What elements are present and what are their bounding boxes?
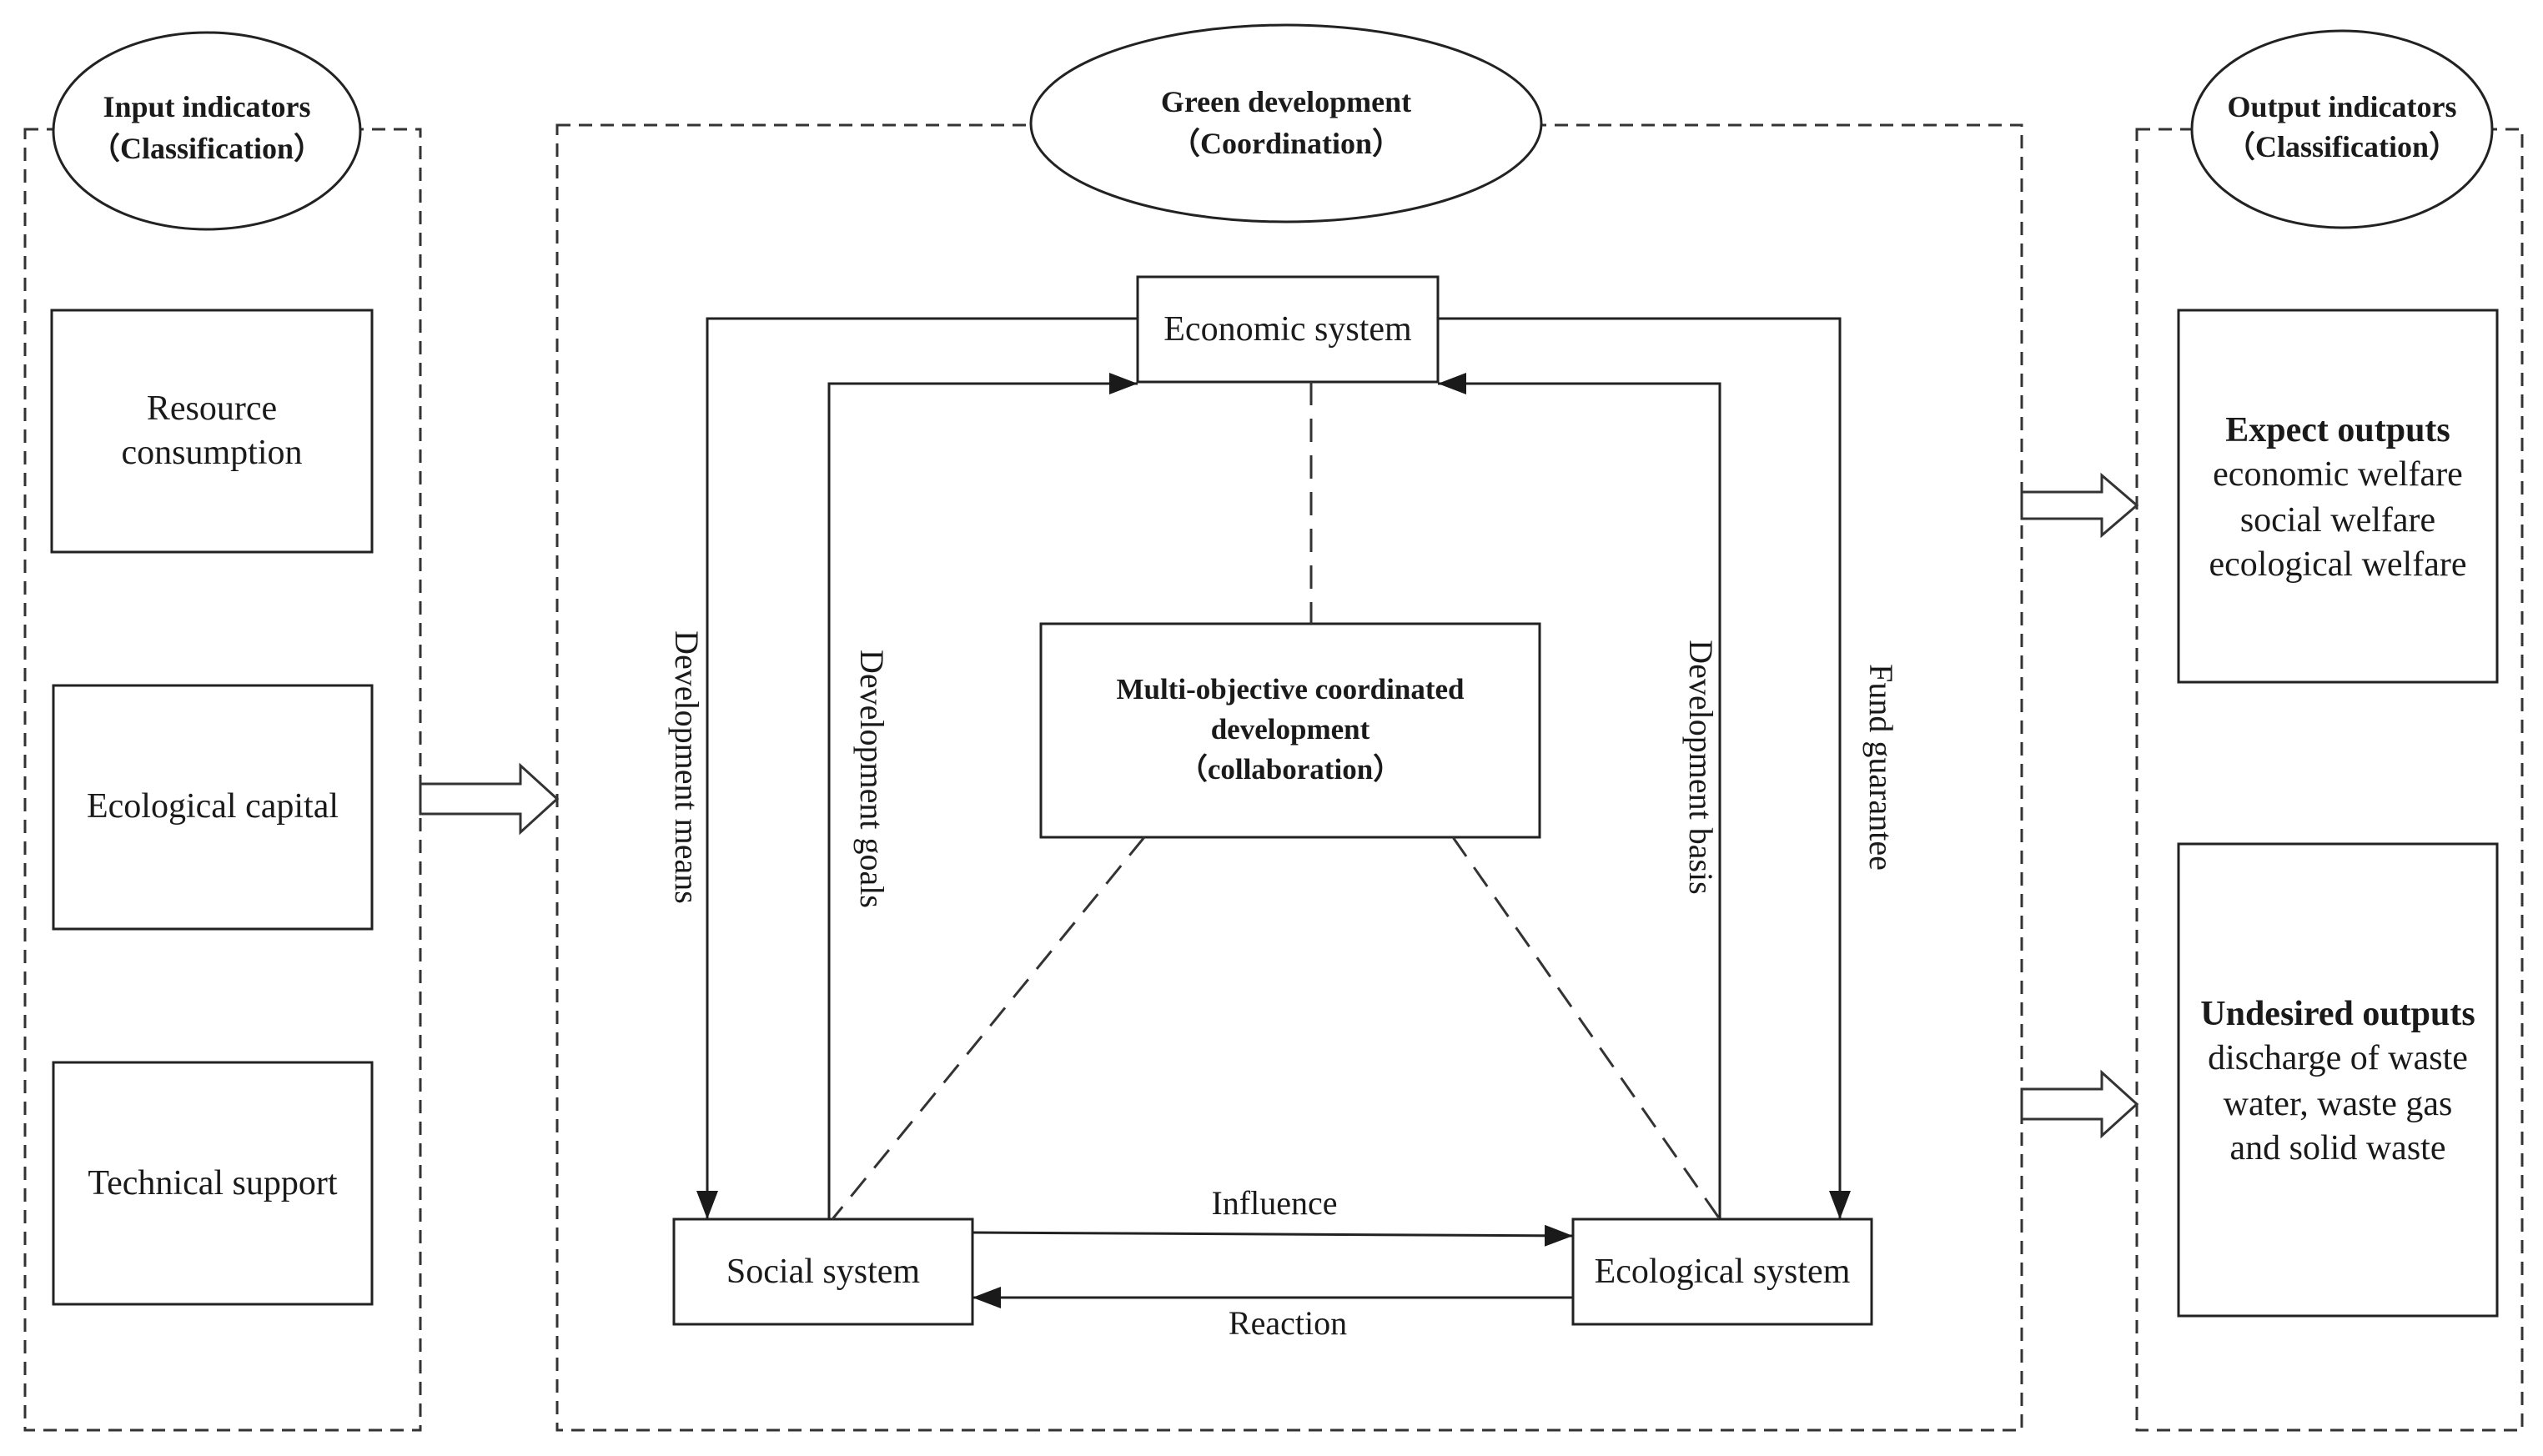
technical-support-box	[52, 1061, 374, 1306]
undesired-output-line-3: and solid waste	[2230, 1129, 2446, 1167]
development-means-arrow	[696, 317, 1138, 1219]
input-indicators-title: Input indicators	[103, 90, 310, 123]
dashed-link-to-ecological	[1451, 836, 1721, 1220]
green-development-subtitle: （Coordination）	[1170, 127, 1402, 160]
fund-guarantee-label: Fund guarantee	[1862, 664, 1900, 871]
center-to-expected-arrow	[2020, 472, 2139, 539]
resource-consumption-box	[50, 309, 374, 554]
development-means-label: Development means	[668, 630, 706, 904]
development-basis-label: Development basis	[1682, 640, 1720, 895]
output-panel: Output indicators （Classification） Expec…	[2135, 29, 2524, 1432]
expected-output-item-2: social welfare	[2240, 501, 2435, 540]
ecological-system-box	[1571, 1218, 1873, 1326]
dashed-link-to-social	[831, 836, 1146, 1220]
technical-support-label: Technical support	[88, 1164, 337, 1202]
multi-objective-line3: （collaboration）	[1179, 753, 1402, 786]
input-indicators-subtitle: （Classification）	[90, 132, 324, 165]
output-indicators-ellipse	[2190, 29, 2494, 229]
economic-system-label: Economic system	[1163, 310, 1412, 349]
multi-objective-line2: development	[1211, 713, 1370, 746]
social-system-box	[672, 1218, 974, 1326]
undesired-output-line-2: water, waste gas	[2224, 1085, 2453, 1123]
center-to-undesired-arrow	[2020, 1069, 2139, 1139]
output-indicators-title: Output indicators	[2227, 90, 2456, 123]
reaction-label: Reaction	[1229, 1304, 1347, 1342]
influence-arrow	[972, 1224, 1574, 1247]
development-goals-arrow	[827, 373, 1138, 1219]
ecological-capital-box	[52, 684, 374, 931]
undesired-outputs-box	[2177, 842, 2499, 1318]
ecological-system-label: Ecological system	[1595, 1253, 1851, 1291]
center-panel-frame	[555, 123, 2023, 1432]
multi-objective-line1: Multi-objective coordinated	[1117, 673, 1465, 705]
output-indicators-subtitle: （Classification）	[2225, 130, 2459, 163]
development-basis-arrow	[1438, 373, 1721, 1219]
undesired-output-line-1: discharge of waste	[2208, 1039, 2468, 1077]
expected-outputs-heading: Expect outputs	[2225, 411, 2450, 449]
output-panel-frame	[2135, 128, 2524, 1432]
expected-output-item-3: ecological welfare	[2209, 545, 2467, 584]
input-indicators-ellipse	[52, 31, 362, 231]
ecological-capital-label: Ecological capital	[87, 787, 339, 826]
input-panel: Input indicators （Classification） Resour…	[23, 31, 422, 1432]
undesired-outputs-heading: Undesired outputs	[2200, 995, 2475, 1033]
expected-output-item-1: economic welfare	[2213, 455, 2463, 494]
resource-consumption-label-line1: Resource	[147, 389, 277, 428]
fund-guarantee-arrow	[1438, 317, 1851, 1219]
center-panel: Green development （Coordination） Economi…	[555, 23, 2023, 1432]
green-development-ellipse	[1029, 23, 1543, 223]
development-goals-label: Development goals	[853, 650, 891, 908]
resource-consumption-label-line2: consumption	[122, 434, 303, 472]
input-to-center-arrow	[419, 762, 560, 836]
influence-label: Influence	[1211, 1184, 1337, 1222]
economic-system-box	[1136, 275, 1440, 384]
expected-outputs-box	[2177, 309, 2499, 684]
social-system-label: Social system	[726, 1253, 920, 1291]
green-development-title: Green development	[1161, 85, 1411, 118]
multi-objective-box	[1039, 622, 1541, 839]
